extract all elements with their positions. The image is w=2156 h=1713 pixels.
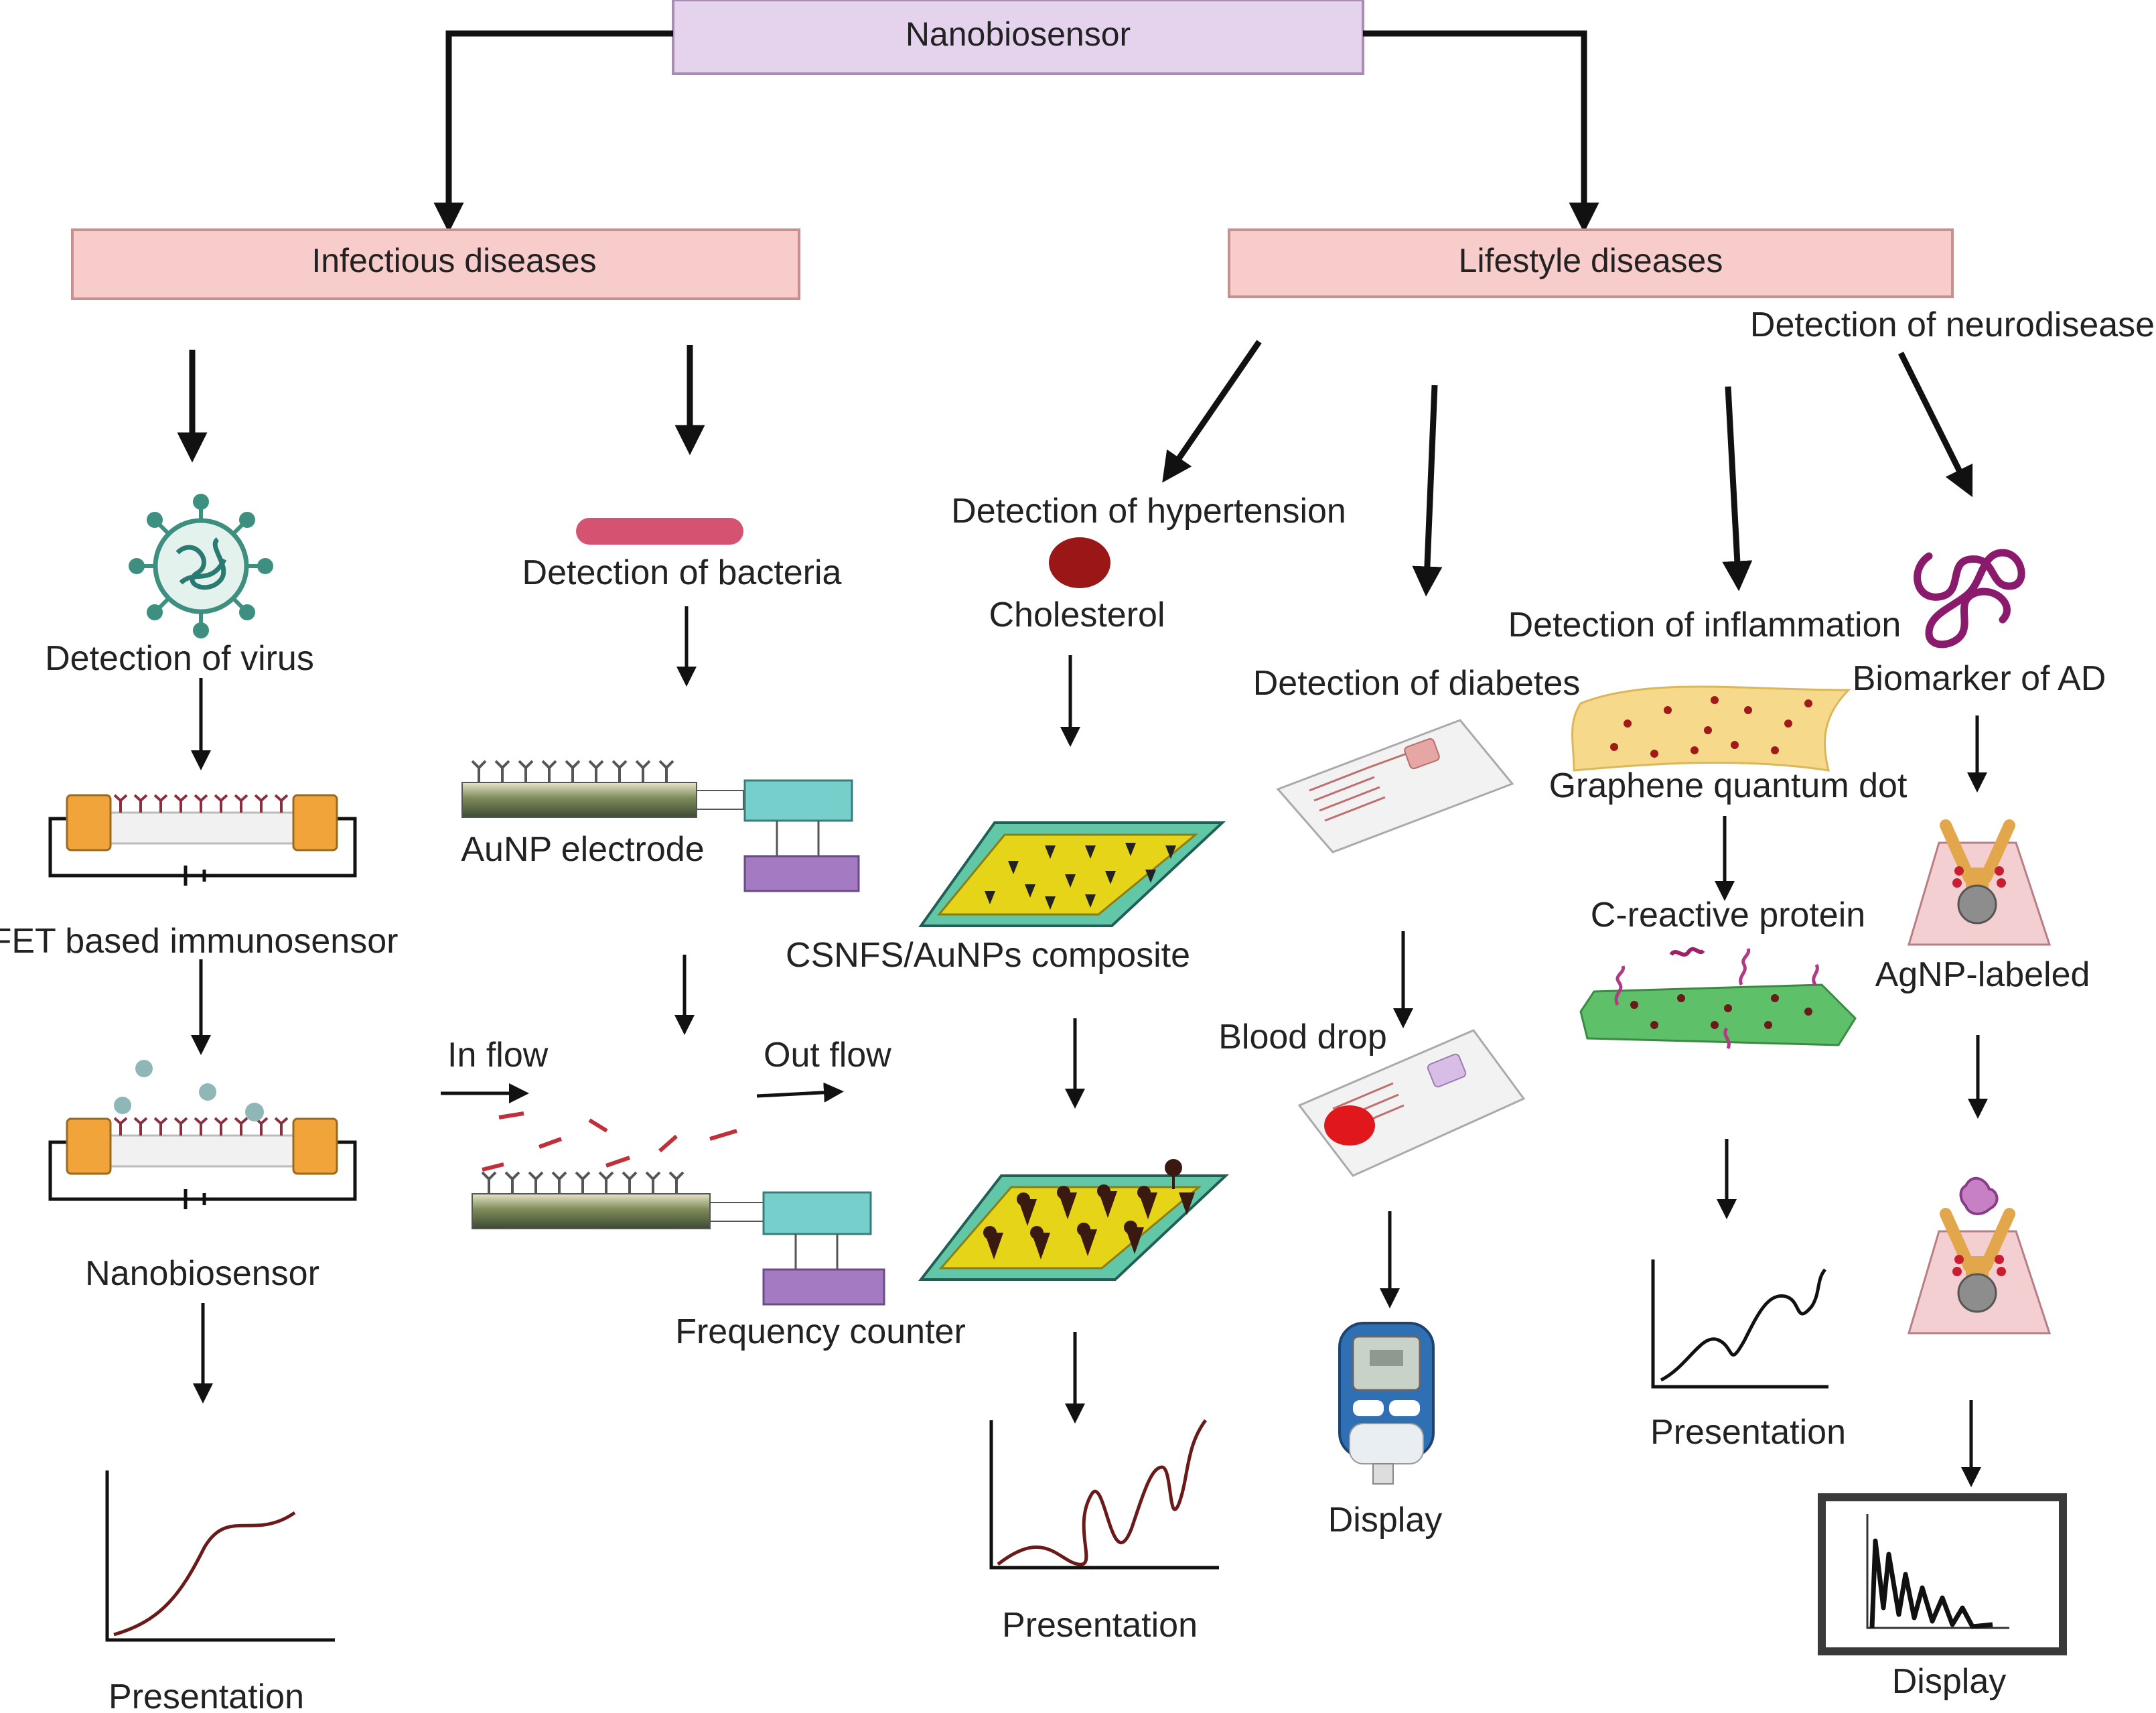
fet-sensor-icon	[48, 794, 357, 886]
inflammation-presentation-label: Presentation	[1650, 1413, 1846, 1452]
biomarker-ad-label: Biomarker of AD	[1853, 659, 2106, 698]
composite-chip-icon	[918, 821, 1226, 927]
inflow-label: In flow	[447, 1036, 549, 1075]
lifestyle-node: Lifestyle diseases	[1228, 228, 1954, 298]
arrow-to-inflammation	[1722, 386, 1753, 592]
composite-label: CSNFS/AuNPs composite	[786, 936, 1190, 975]
root-title: Nanobiosensor	[906, 15, 1131, 53]
neuro-title: Detection of neurodisease	[1750, 305, 2155, 344]
diabetes-display-label: Display	[1328, 1501, 1443, 1539]
outflow-label: Out flow	[764, 1036, 891, 1075]
agnp-label: AgNP-labeled	[1875, 955, 2090, 994]
wave-graph-icon	[1651, 1259, 1828, 1389]
blood-drop-label: Blood drop	[1218, 1018, 1387, 1056]
arrow-to-diabetes	[1412, 385, 1443, 597]
antibody-well-icon	[1907, 819, 2052, 946]
electrode-icon	[461, 760, 860, 892]
bacteria-title: Detection of bacteria	[522, 553, 842, 592]
inflammation-title: Detection of inflammation	[1508, 606, 1901, 644]
graphene-label: Graphene quantum dot	[1549, 766, 1908, 805]
crp-label: C-reactive protein	[1591, 896, 1865, 935]
virus-title: Detection of virus	[45, 639, 314, 678]
hypertension-title: Detection of hypertension	[951, 492, 1346, 531]
arrow-to-neuro	[1897, 351, 1973, 498]
crp-sheet-icon	[1579, 947, 1857, 1049]
glucometer-icon	[1338, 1322, 1435, 1485]
protein-icon	[1914, 549, 2025, 648]
blood-strip-icon	[1297, 1029, 1526, 1177]
hypertension-presentation-label: Presentation	[1002, 1606, 1198, 1645]
root-to-lifestyle-arrow	[1363, 30, 1599, 233]
root-node: Nanobiosensor	[672, 0, 1364, 75]
neuro-display-label: Display	[1892, 1662, 2007, 1701]
diabetes-title: Detection of diabetes	[1253, 664, 1581, 703]
virus-icon	[129, 494, 273, 638]
bacterium-icon	[576, 518, 743, 545]
monitor-icon	[1818, 1493, 2067, 1655]
root-to-infectious-arrow	[433, 30, 673, 233]
lifestyle-label: Lifestyle diseases	[1459, 242, 1723, 279]
test-strip-icon	[1276, 719, 1514, 853]
arrow-to-hypertension	[1162, 340, 1262, 483]
flow-electrode-icon	[472, 1111, 885, 1306]
graphene-sheet-icon	[1571, 685, 1851, 772]
sigmoid-graph-icon	[105, 1470, 335, 1642]
bound-chip-icon	[918, 1159, 1230, 1281]
peaks-graph-icon	[989, 1419, 1219, 1570]
fet-binding-sensor-icon	[48, 1060, 357, 1209]
infectious-label: Infectious diseases	[311, 242, 596, 279]
antibody-bound-icon	[1907, 1176, 2052, 1334]
frequency-counter-label: Frequency counter	[675, 1312, 966, 1351]
virus-presentation-label: Presentation	[109, 1677, 304, 1710]
aunp-electrode-label: AuNP electrode	[461, 830, 704, 869]
fet-label: FET based immunosensor	[0, 922, 398, 961]
outflow-arrow	[756, 1082, 844, 1103]
infectious-node: Infectious diseases	[71, 228, 800, 300]
cholesterol-icon	[1049, 537, 1110, 588]
nanobiosensor-label: Nanobiosensor	[85, 1254, 319, 1293]
cholesterol-label: Cholesterol	[989, 596, 1165, 634]
